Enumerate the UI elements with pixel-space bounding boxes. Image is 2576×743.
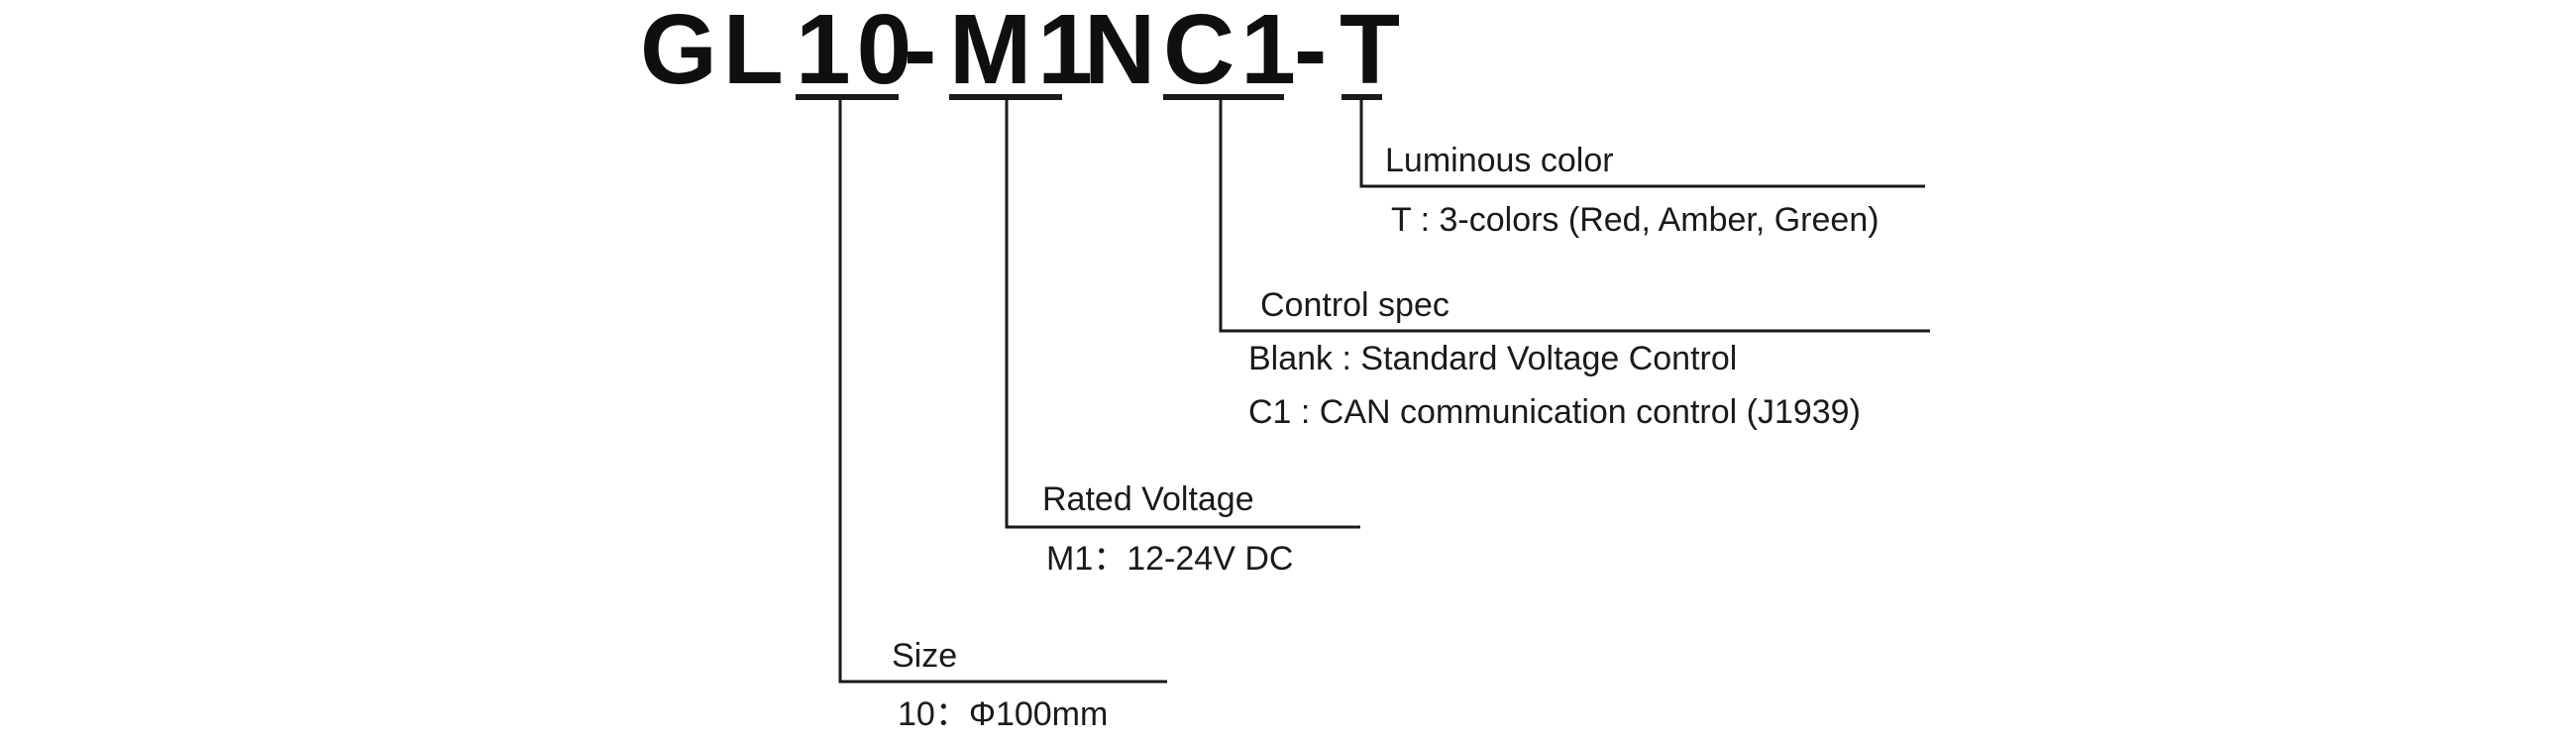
code-segment-size: 10: [796, 0, 918, 105]
control-spec-option-blank: Blank : Standard Voltage Control: [1248, 340, 1738, 377]
code-segment-luminous-color: T: [1340, 0, 1407, 105]
code-segment-dash-1: -: [904, 0, 943, 105]
leader-control-spec: [1219, 97, 1930, 333]
code-segment-dash-2: -: [1294, 0, 1334, 105]
size-option-10: 10：Φ100mm: [898, 695, 1109, 733]
control-spec-option-c1: C1 : CAN communication control (J1939): [1248, 393, 1861, 431]
size-title: Size: [892, 637, 958, 675]
luminous-color-option-t: T : 3-colors (Red, Amber, Green): [1391, 201, 1879, 239]
code-segment-rated-voltage: M1: [949, 0, 1099, 105]
control-spec-title: Control spec: [1260, 286, 1449, 324]
rated-voltage-title: Rated Voltage: [1042, 480, 1254, 518]
code-segment-control-spec: C1: [1163, 0, 1302, 105]
luminous-color-title: Luminous color: [1385, 142, 1614, 179]
code-segment-n: N: [1084, 0, 1162, 105]
leader-rated-voltage: [1005, 97, 1360, 529]
leader-luminous-color: [1359, 97, 1925, 188]
leader-size: [838, 97, 1167, 684]
code-segment-series: GL: [640, 0, 790, 105]
rated-voltage-option-m1: M1：12-24V DC: [1046, 540, 1294, 578]
